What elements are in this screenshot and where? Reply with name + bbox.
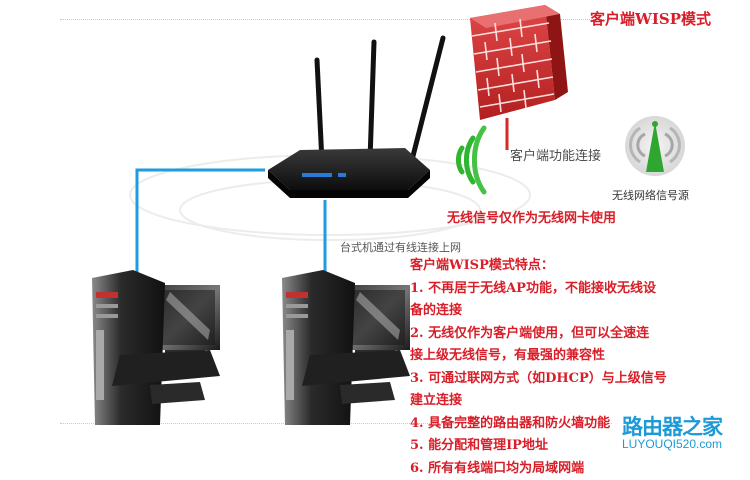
wireless-signal-icon: [458, 128, 484, 192]
signal-source-icon: [625, 116, 685, 176]
feature-line: 2. 无线仅作为客户端使用，但可以全速连: [410, 323, 745, 346]
page-title: 客户端WISP模式: [590, 8, 711, 29]
feature-line: 备的连接: [410, 300, 745, 323]
wireless-as-card-label: 无线信号仅作为无线网卡使用: [447, 207, 616, 226]
desktop-computer-icon-2: [282, 270, 410, 425]
feature-line: 接上级无线信号，有最强的兼容性: [410, 345, 745, 368]
client-function-label: 客户端功能连接: [510, 145, 601, 164]
desktop-computer-icon: [92, 270, 220, 425]
feature-line: 3. 可通过联网方式（如DHCP）与上级信号: [410, 368, 745, 391]
wifi-router-icon: [268, 38, 443, 198]
features-heading: 客户端WISP模式特点：: [410, 255, 745, 278]
watermark-url: LUYOUQI520.com: [622, 437, 722, 451]
feature-line: 6. 所有有线端口均为局域网端: [410, 458, 745, 480]
desktop-wired-label: 台式机通过有线连接上网: [340, 239, 461, 255]
feature-line: 1. 不再居于无线AP功能，不能接收无线设: [410, 278, 745, 301]
signal-source-label: 无线网络信号源: [612, 187, 689, 203]
